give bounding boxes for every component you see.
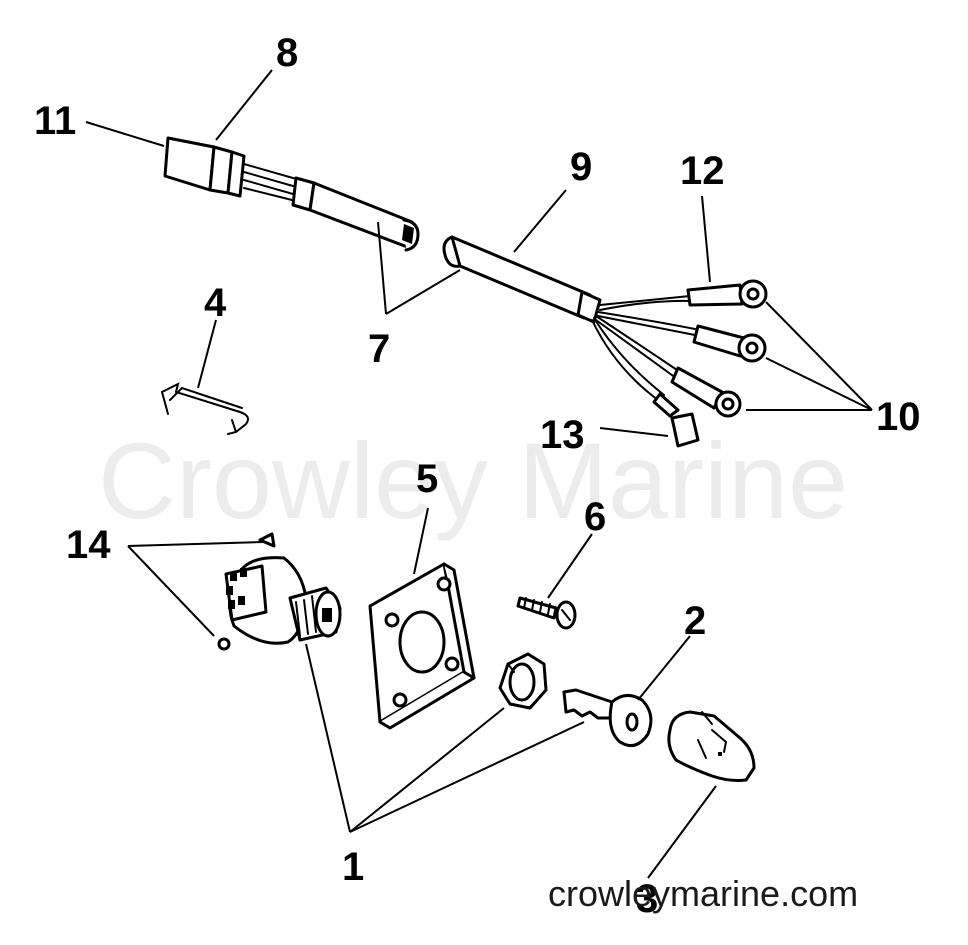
callout-9: 9 (570, 145, 592, 189)
mounting-plate[interactable] (368, 562, 476, 730)
callout-5: 5 (416, 457, 438, 501)
bullet-terminal[interactable] (652, 392, 700, 448)
callout-13: 13 (540, 413, 585, 457)
key[interactable] (562, 688, 653, 748)
callout-10: 10 (876, 395, 921, 439)
callout-1: 1 (342, 845, 364, 889)
watermark-text: Crowley Marine (98, 420, 848, 541)
callout-11: 11 (34, 99, 76, 143)
footer-site-name: crowleymarine.com (548, 873, 858, 914)
screw-small-bottom[interactable] (217, 637, 231, 651)
leader-lines (85, 69, 873, 879)
hex-nut[interactable] (498, 652, 548, 710)
knob-boot[interactable] (667, 710, 756, 782)
screw[interactable] (516, 596, 577, 630)
callout-3: 3 (636, 877, 658, 921)
callout-7: 7 (368, 327, 390, 371)
callout-6: 6 (584, 495, 606, 539)
callout-2: 2 (684, 599, 706, 643)
harness-connector-left[interactable] (163, 136, 420, 252)
ring-terminal-middle[interactable] (692, 324, 767, 363)
ring-terminal-bottom[interactable] (670, 366, 742, 418)
screw-small-top[interactable] (258, 532, 276, 548)
callout-4: 4 (204, 281, 227, 325)
callout-14: 14 (66, 523, 111, 567)
retaining-clip[interactable] (160, 382, 249, 435)
harness-cable-right[interactable] (442, 235, 701, 401)
callout-8: 8 (276, 31, 298, 75)
callout-12: 12 (680, 149, 725, 193)
ignition-switch[interactable] (224, 556, 342, 645)
ring-terminal-top[interactable] (686, 279, 768, 309)
